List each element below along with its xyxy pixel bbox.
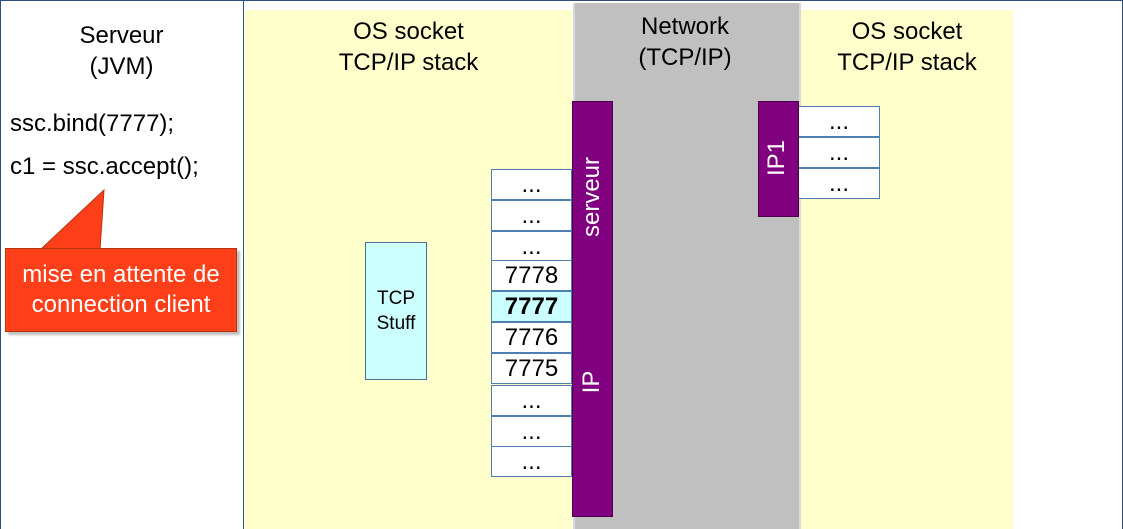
port-cell: ... (491, 200, 572, 231)
callout-line2: connection client (31, 291, 211, 318)
server-divider (243, 0, 244, 529)
network-title-line1: Network (640, 13, 730, 40)
client-port-cell: ... (798, 106, 880, 137)
tcp-stuff-line2: Stuff (376, 313, 416, 334)
right-stack-title-line2: TCP/IP stack (837, 49, 977, 76)
port-cell: ... (491, 231, 572, 262)
right-stack-title-line1: OS socket (851, 18, 963, 45)
left-stack-title-line2: TCP/IP stack (338, 49, 479, 76)
client-ip-label: IP1 (763, 139, 790, 177)
callout-line1: mise en attente de (22, 261, 220, 288)
right-stack-title: OS socket TCP/IP stack (801, 16, 1013, 78)
network-title: Network (TCP/IP) (575, 11, 795, 73)
tcp-stuff-box: TCP Stuff (365, 242, 427, 380)
client-port-cell: ... (798, 137, 880, 168)
left-stack-title: OS socket TCP/IP stack (245, 16, 572, 78)
port-cell-7778: 7778 (491, 260, 572, 291)
port-cell: ... (491, 446, 572, 477)
network-title-line2: (TCP/IP) (638, 44, 732, 71)
left-stack-title-line1: OS socket (353, 18, 464, 45)
port-cell: ... (491, 416, 572, 447)
code-bind: ssc.bind(7777); (10, 110, 175, 137)
top-border (0, 0, 1123, 1)
client-port-cell: ... (798, 168, 880, 199)
server-title-line1: Serveur (79, 22, 164, 49)
server-socket-label: serveur (578, 156, 605, 238)
left-border (0, 0, 1, 529)
client-ip-bar (758, 101, 799, 217)
tcp-stuff-line1: TCP (377, 288, 415, 309)
port-cell-7777: 7777 (491, 291, 572, 322)
server-ip-bar (572, 101, 613, 517)
server-title: Serveur (JVM) (0, 20, 243, 82)
port-cell-7776: 7776 (491, 322, 572, 353)
port-cell: ... (491, 169, 572, 200)
waiting-callout: mise en attente de connection client (5, 248, 237, 332)
port-cell-7775: 7775 (491, 353, 572, 384)
port-cell: ... (491, 385, 572, 416)
code-accept: c1 = ssc.accept(); (10, 153, 199, 180)
right-stack-panel (801, 10, 1013, 529)
server-title-line2: (JVM) (89, 53, 154, 80)
server-ip-label: IP (578, 370, 605, 394)
